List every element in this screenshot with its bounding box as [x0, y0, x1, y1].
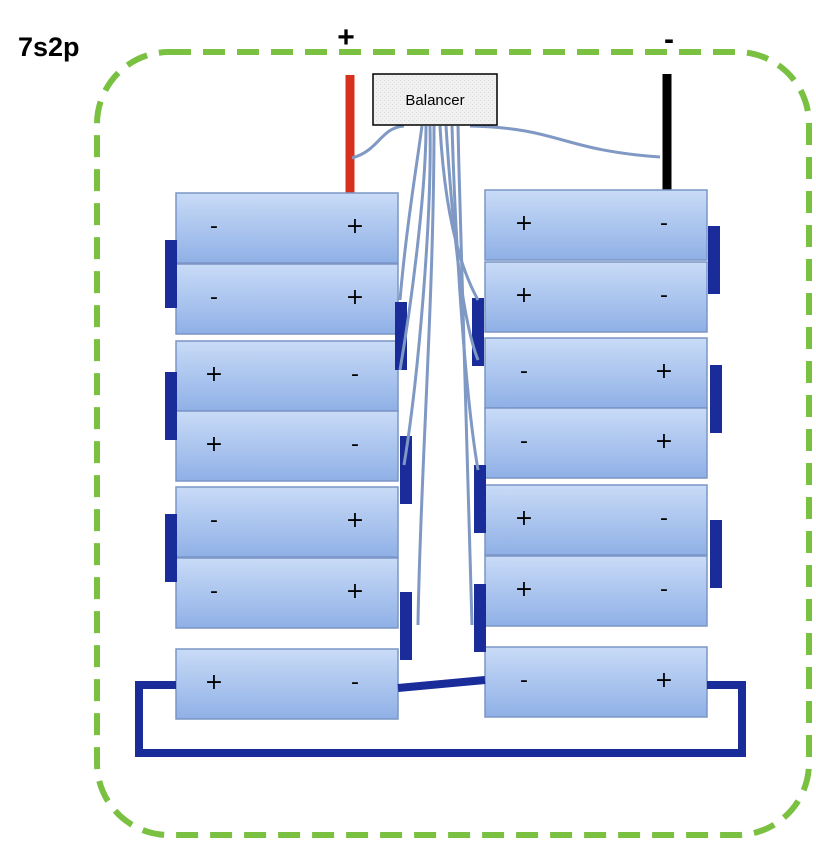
cell-right-polarity-label: -	[660, 577, 668, 602]
cell-body	[484, 484, 708, 556]
cell-body	[175, 410, 399, 482]
cell-left-polarity-label: +	[205, 432, 223, 457]
cell-body	[175, 192, 399, 264]
parallel-link-tab	[710, 365, 722, 433]
balance-wire	[402, 125, 432, 466]
positive-terminal-label: +	[337, 21, 355, 54]
battery-cell: +-	[175, 648, 399, 720]
parallel-link-tab	[165, 240, 177, 308]
battery-cell: -+	[484, 407, 708, 479]
pack-enclosure-outline	[94, 49, 812, 838]
balance-wires	[351, 124, 661, 626]
cell-right-polarity-label: +	[655, 359, 673, 384]
cell-left-polarity-label: +	[515, 506, 533, 531]
battery-cell: -+	[175, 486, 399, 558]
bottom-series-link	[135, 681, 746, 757]
cell-left-polarity-label: +	[515, 577, 533, 602]
cell-right-polarity-label: +	[346, 579, 364, 604]
cell-left-polarity-label: -	[210, 214, 218, 239]
battery-cell: +-	[484, 189, 708, 261]
cell-left-polarity-label: +	[205, 362, 223, 387]
cell-left-polarity-label: +	[515, 211, 533, 236]
cell-stacks: -+-++-+--+-++-+-+--+-++-+--+	[165, 189, 722, 720]
cell-right-polarity-label: -	[660, 283, 668, 308]
cell-body	[175, 263, 399, 335]
negative-terminal-label: -	[664, 23, 674, 56]
cell-left-polarity-label: -	[210, 508, 218, 533]
parallel-link-tab	[400, 436, 412, 504]
parallel-link-tab	[710, 520, 722, 588]
balance-wire	[398, 125, 424, 301]
cell-right-polarity-label: -	[351, 432, 359, 457]
pack-title: 7s2p	[18, 32, 80, 62]
cell-body	[175, 340, 399, 412]
cell-left-polarity-label: +	[515, 283, 533, 308]
cell-right-polarity-label: +	[655, 668, 673, 693]
balance-wire	[398, 125, 428, 371]
balance-wire	[351, 124, 405, 160]
balancer-label: Balancer	[405, 92, 464, 109]
cell-body	[175, 648, 399, 720]
cell-left-polarity-label: -	[210, 579, 218, 604]
battery-cell: -+	[175, 263, 399, 335]
middle-series-link	[397, 676, 486, 692]
cell-body	[484, 337, 708, 409]
cell-left-polarity-label: -	[520, 359, 528, 384]
cell-right-polarity-label: -	[351, 362, 359, 387]
cell-right-polarity-label: -	[660, 211, 668, 236]
battery-cell: +-	[175, 340, 399, 412]
cell-left-polarity-label: -	[520, 429, 528, 454]
cell-left-polarity-label: -	[210, 285, 218, 310]
battery-cell: +-	[484, 261, 708, 333]
cell-left-polarity-label: +	[205, 670, 223, 695]
parallel-link-tab	[708, 226, 720, 294]
cell-body	[175, 486, 399, 558]
battery-cell: +-	[175, 410, 399, 482]
cell-right-polarity-label: -	[660, 506, 668, 531]
cell-body	[484, 555, 708, 627]
battery-cell: +-	[484, 484, 708, 556]
cell-left-polarity-label: -	[520, 668, 528, 693]
balance-wire	[438, 125, 480, 301]
cell-right-polarity-label: -	[351, 670, 359, 695]
cell-body	[484, 646, 708, 718]
battery-cell: -+	[175, 192, 399, 264]
battery-cell: -+	[484, 337, 708, 409]
parallel-link-tab	[165, 372, 177, 440]
cell-body	[484, 189, 708, 261]
cell-right-polarity-label: +	[655, 429, 673, 454]
battery-cell: -+	[484, 646, 708, 718]
balancer-box	[372, 73, 498, 126]
battery-cell: -+	[175, 557, 399, 629]
cell-body	[484, 261, 708, 333]
cell-body	[484, 407, 708, 479]
cell-right-polarity-label: +	[346, 214, 364, 239]
cell-right-polarity-label: +	[346, 508, 364, 533]
parallel-link-tab	[400, 592, 412, 660]
cell-right-polarity-label: +	[346, 285, 364, 310]
parallel-link-tab	[474, 465, 486, 533]
battery-cell: +-	[484, 555, 708, 627]
balance-wire	[469, 124, 661, 159]
series-link-bars	[135, 676, 746, 757]
balance-wire	[416, 125, 436, 626]
cell-body	[175, 557, 399, 629]
parallel-link-tab	[165, 514, 177, 582]
balance-wire	[456, 125, 474, 626]
parallel-link-tab	[474, 584, 486, 652]
